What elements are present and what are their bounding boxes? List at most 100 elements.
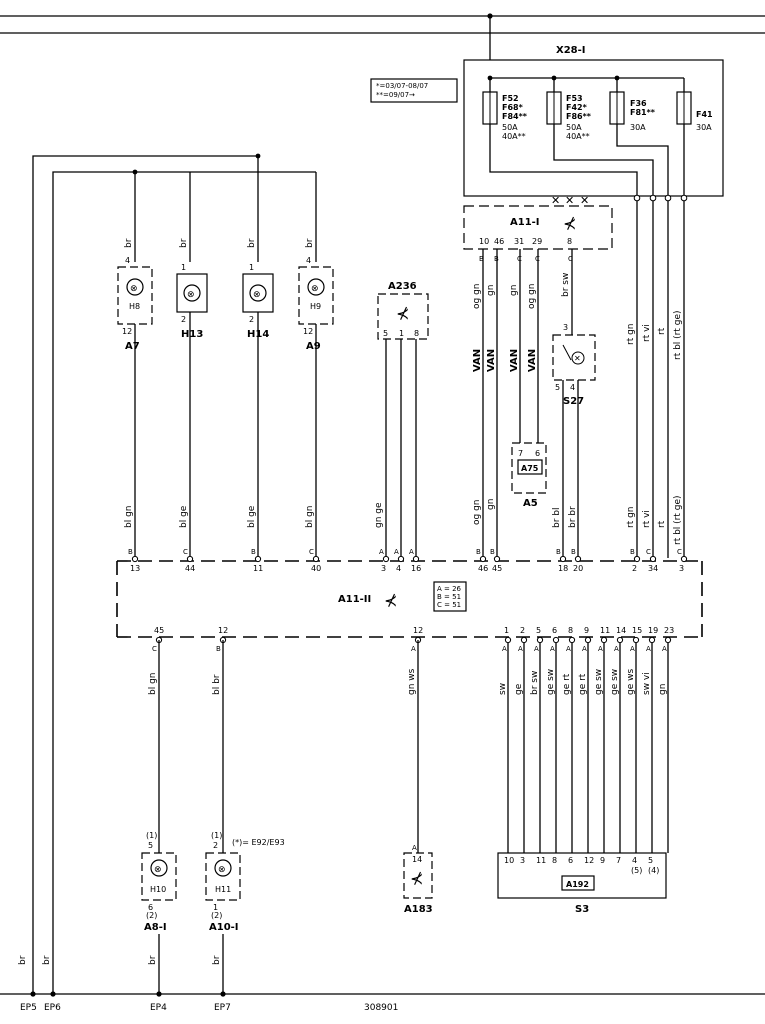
lamp-inner-label: H9 bbox=[310, 302, 321, 311]
fuse-box-frame bbox=[463, 59, 724, 197]
a11ii-top-conn: B bbox=[476, 548, 481, 556]
a11ii-bottom-pin-dot bbox=[552, 636, 560, 644]
a11ii-bottom-pin-dot bbox=[616, 636, 624, 644]
a10i-top-pin: 2 bbox=[213, 841, 218, 850]
a11ii-bottom-pin: 5 bbox=[536, 626, 541, 635]
a11ii-top-conn: B bbox=[556, 548, 561, 556]
s3-wire-color: ge ws bbox=[626, 669, 636, 695]
indicator-lamp-icon bbox=[571, 351, 585, 365]
lamp-icon bbox=[150, 859, 168, 877]
a11ii-top-pin-dot bbox=[493, 555, 501, 563]
ground-point-label: EP5 bbox=[20, 1003, 37, 1013]
a183-pin: 14 bbox=[412, 855, 422, 864]
lamp-wire-color: br bbox=[305, 238, 315, 248]
a11ii-top-pin: 13 bbox=[130, 564, 140, 573]
ground-point-label: EP7 bbox=[214, 1003, 231, 1013]
shield-mark: ✕ bbox=[580, 194, 589, 207]
fuse-feed-color: rt bbox=[657, 327, 667, 335]
s27-pin: 5 bbox=[555, 383, 560, 392]
module-a236: A236 ⊀ 5 1 8 gn ge bbox=[374, 281, 429, 558]
lamp-icon-mark: ⊗ bbox=[187, 290, 195, 300]
a11ii-top-pin-dot bbox=[574, 555, 582, 563]
lamp-icon-mark: ⊗ bbox=[253, 290, 261, 300]
a11ii-top-pin-dot bbox=[131, 555, 139, 563]
a183-frame bbox=[403, 852, 433, 899]
junction-dot bbox=[50, 991, 56, 997]
a8i-ground-color: br bbox=[148, 955, 158, 965]
fuse-rating: 40A** bbox=[502, 132, 526, 141]
a183-label: A183 bbox=[404, 904, 433, 915]
a11ii-top-pin: 44 bbox=[185, 564, 195, 573]
fuse-box-note-line-1: *=03/07-08/07 bbox=[376, 82, 428, 90]
a8i-inner: H10 bbox=[150, 885, 166, 894]
lamp-label: H13 bbox=[181, 329, 203, 340]
junction-dot bbox=[156, 991, 162, 997]
a8i-bottom-alt: (2) bbox=[146, 911, 157, 920]
a8i-bottom-pin: 6 bbox=[148, 903, 153, 912]
ground-wire-color: br bbox=[18, 955, 28, 965]
a8i-top-pin: 5 bbox=[148, 841, 153, 850]
transistor-icon: ⊀ bbox=[384, 591, 397, 610]
a11ii-top-conn: A bbox=[394, 548, 399, 556]
a11ii-bottom-pin-dot bbox=[504, 636, 512, 644]
sensor-a183: A 14 ⊀ A183 bbox=[403, 844, 433, 915]
fuse-rating: 30A bbox=[696, 123, 712, 132]
a11ii-top-pin: 20 bbox=[573, 564, 583, 573]
s3-pin: 3 bbox=[520, 856, 525, 865]
a11ii-bottom-conn: A bbox=[550, 645, 555, 653]
s3-wire-color: sw vi bbox=[642, 672, 652, 695]
module-a11ii: A11-II ⊀ A = 26 B = 51 C = 51 13B44C11B4… bbox=[116, 548, 703, 653]
fuse-feed-color: rt gn bbox=[626, 506, 636, 528]
van-wire-color: og gn bbox=[472, 284, 482, 310]
fuse-output-wire bbox=[553, 124, 654, 196]
a11ii-top-pin-dot bbox=[633, 555, 641, 563]
s3-wire-color: ge sw bbox=[594, 669, 604, 695]
van-wire-color: gn bbox=[486, 499, 496, 510]
a236-label: A236 bbox=[388, 281, 417, 292]
junction-dot bbox=[487, 13, 493, 19]
a11ii-legend-line: C = 51 bbox=[437, 601, 461, 609]
a11ii-bottom-conn: A bbox=[582, 645, 587, 653]
s3-pin: 9 bbox=[600, 856, 605, 865]
lamp-icon-mark: ⊗ bbox=[218, 865, 226, 875]
module-a5: 7 6 A75 A5 bbox=[511, 442, 547, 509]
a11ii-top-pin: 46 bbox=[478, 564, 488, 573]
lamp-a7: br 4 ⊗ H8 12 A7 bl gn bbox=[117, 238, 153, 558]
fuse-name-line: F68* bbox=[502, 103, 524, 112]
a11ii-bottom-pin: 2 bbox=[520, 626, 525, 635]
s3-pin: 8 bbox=[552, 856, 557, 865]
a11ii-top-conn: B bbox=[630, 548, 635, 556]
lamp-icon bbox=[249, 284, 267, 302]
lamp-icon-mark: ⊗ bbox=[311, 284, 319, 294]
a11i-pin: 29 bbox=[532, 237, 542, 246]
a11ii-bottom-conn: A bbox=[518, 645, 523, 653]
a11ii-bottom-pin: 6 bbox=[552, 626, 557, 635]
fuse-rating: 50A bbox=[502, 123, 518, 132]
a11ii-bottom-conn: A bbox=[502, 645, 507, 653]
fuse-name-line: F53 bbox=[566, 94, 583, 103]
fuse-box-note-frame bbox=[370, 78, 458, 103]
fuse-f52: F52 F68* F84** 50A 40A** bbox=[482, 91, 528, 141]
lamp-bottom-pin: 12 bbox=[303, 327, 313, 336]
lamp-label: A9 bbox=[306, 341, 321, 352]
a8i-label: A8-I bbox=[144, 922, 167, 933]
junction-dot bbox=[220, 991, 226, 997]
fuse-name-line: F42* bbox=[566, 103, 588, 112]
module-a11i: A11-I ⊀ 10 46 31 29 8 B B C C C bbox=[463, 205, 613, 263]
a11ii-bottom-pin: 19 bbox=[648, 626, 658, 635]
a11ii-bottom-conn: A bbox=[411, 645, 416, 653]
a11ii-top-pin: 16 bbox=[411, 564, 421, 573]
lamp-wire-color: br bbox=[179, 238, 189, 248]
s3-pin: 12 bbox=[584, 856, 594, 865]
lamp-icon bbox=[126, 278, 144, 296]
a192-tag-text: A192 bbox=[566, 880, 589, 889]
van-bus-label: VAN bbox=[527, 349, 538, 372]
s3-pin: 5 bbox=[648, 856, 653, 865]
lamp-a10i: (1) 2 (*)= E92/E93 ⊗ H11 1 (2) A10-I br bbox=[205, 831, 285, 994]
lamp-icon-mark: ⊗ bbox=[130, 284, 138, 294]
s27-pin: 4 bbox=[570, 383, 575, 392]
a11ii-top-conn: B bbox=[571, 548, 576, 556]
